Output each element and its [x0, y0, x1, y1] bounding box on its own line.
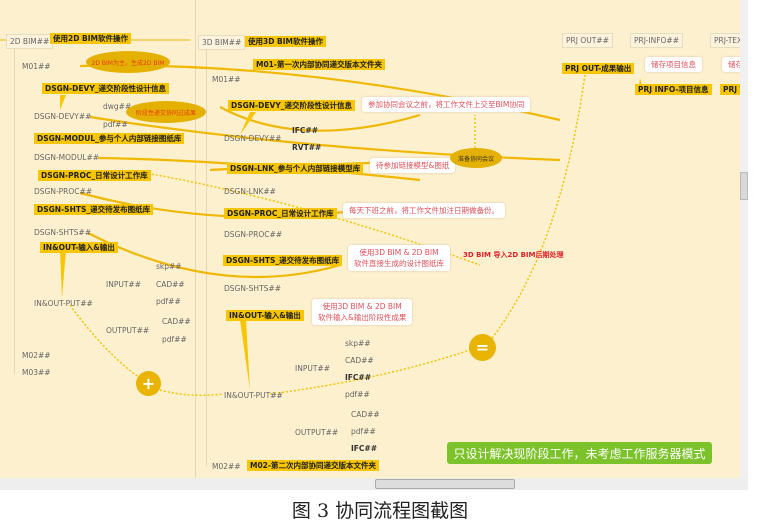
node-2d-bim[interactable]: 2D BIM## [6, 34, 54, 49]
node-m01[interactable]: M01## [22, 62, 51, 71]
connector [219, 106, 421, 132]
node-cad[interactable]: CAD## [156, 280, 185, 289]
note-red: 3D BIM 导入2D BIM后期处理 [463, 251, 564, 259]
dotted-connector [491, 74, 586, 339]
note-prj-info: 储存项目信息 [645, 57, 702, 72]
connector [87, 232, 341, 279]
node-dsgn-devy[interactable]: DSGN-DEVY## [224, 134, 282, 143]
vertical-scrollbar[interactable] [740, 0, 748, 478]
label-dsgn-proc: DSGN-PROC_日常设计工作库 [38, 170, 151, 181]
horizontal-scrollbar[interactable] [0, 478, 748, 490]
node-m03[interactable]: M03## [22, 368, 51, 377]
label-prj-info: PRJ INFO-项目信息 [635, 84, 712, 95]
label-m02: M02-第二次内部协同递交版本文件夹 [247, 460, 380, 471]
note-shts: 使用3D BIM & 2D BIM 软件直接生成的设计图纸库 [348, 245, 450, 271]
column-divider [195, 0, 196, 478]
node-in-out-put[interactable]: IN&OUT-PUT## [224, 391, 283, 400]
node-pdf[interactable]: pdf## [103, 120, 128, 129]
label-3d-bim: 使用3D BIM软件操作 [245, 36, 327, 47]
node-ifc[interactable]: IFC## [345, 373, 371, 382]
node-output[interactable]: OUTPUT## [295, 428, 339, 437]
node-pdf[interactable]: pdf## [162, 335, 187, 344]
label-dsgn-shts: DSGN-SHTS_递交待发布图纸库 [223, 255, 343, 266]
note-lnk: 待参加链接模型&图纸 [370, 158, 456, 173]
label-dsgn-devy: DSGN-DEVY_递交阶段性设计信息 [42, 83, 170, 94]
node-dsgn-devy[interactable]: DSGN-DEVY## [34, 112, 92, 121]
node-dsgn-proc[interactable]: DSGN-PROC## [34, 187, 93, 196]
node-dsgn-proc[interactable]: DSGN-PROC## [224, 230, 283, 239]
node-pdf[interactable]: pdf## [345, 390, 370, 399]
label-prj-tex: PRJ T [720, 84, 748, 95]
node-dwg[interactable]: dwg## [103, 102, 132, 111]
note-line: 软件直接生成的设计图纸库 [354, 259, 444, 268]
node-ifc[interactable]: IFC## [351, 444, 377, 453]
node-3d-bim[interactable]: 3D BIM## [198, 35, 246, 50]
note-oval: 2D BIM为主，生成2D BIM [86, 51, 170, 73]
label-dsgn-proc: DSGN-PROC_日常设计工作库 [224, 208, 337, 219]
label-dsgn-modul: DSGN-MODUL_参与个人内部链接图纸库 [34, 133, 185, 144]
node-rvt[interactable]: RVT## [292, 143, 322, 152]
node-ifc[interactable]: IFC## [292, 126, 318, 135]
dotted-connector [159, 389, 223, 397]
plus-icon: + [136, 371, 161, 396]
node-m02[interactable]: M02## [212, 462, 241, 471]
tree-line [14, 44, 15, 374]
label-dsgn-shts: DSGN-SHTS_递交待发布图纸库 [34, 204, 154, 215]
node-input[interactable]: INPUT## [295, 364, 330, 373]
node-cad[interactable]: CAD## [345, 356, 374, 365]
node-dsgn-shts[interactable]: DSGN-SHTS## [34, 228, 91, 237]
callout-tail [60, 95, 66, 110]
equals-icon: = [469, 334, 496, 361]
horizontal-scroll-thumb[interactable] [375, 479, 515, 489]
callout-tail [240, 320, 250, 390]
node-cad[interactable]: CAD## [351, 410, 380, 419]
note-proc: 每天下班之前，将工作文件加注日期做备份。 [343, 203, 505, 218]
dotted-connector [69, 304, 149, 384]
note-line: 软件输入&输出阶段性成果 [318, 313, 407, 322]
node-dsgn-lnk[interactable]: DSGN-LNK## [224, 187, 276, 196]
node-cad[interactable]: CAD## [162, 317, 191, 326]
node-skp[interactable]: skp## [156, 262, 182, 271]
node-output[interactable]: OUTPUT## [106, 326, 150, 335]
label-dsgn-devy: DSGN-DEVY_递交阶段性设计信息 [228, 100, 356, 111]
node-pdf[interactable]: pdf## [351, 427, 376, 436]
label-m01: M01-第一次内部协同递交版本文件夹 [253, 59, 386, 70]
node-dsgn-modul[interactable]: DSGN-MODUL## [34, 153, 100, 162]
note-line: 使用3D BIM & 2D BIM [359, 248, 439, 257]
note-line: 使用3D BIM & 2D BIM [322, 302, 402, 311]
note-in-out: 使用3D BIM & 2D BIM 软件输入&输出阶段性成果 [312, 299, 413, 325]
node-prj-info[interactable]: PRJ-INFO## [630, 33, 683, 48]
label-in-out: IN&OUT-输入&输出 [40, 242, 118, 253]
note-devy: 参加协同会议之前，将工作文件上交至BIM协同 [362, 97, 531, 112]
label-dsgn-lnk: DSGN-LNK_参与个人内部链接模型库 [227, 163, 364, 174]
note-oval: 阶段性递交协同过成果 [126, 101, 206, 123]
vertical-scroll-thumb[interactable] [740, 172, 748, 200]
callout-tail [60, 250, 66, 298]
node-pdf[interactable]: pdf## [156, 297, 181, 306]
node-prj-out[interactable]: PRJ OUT## [562, 33, 613, 48]
summary-banner: 只设计解决现阶段工作，未考虑工作服务器模式 [447, 442, 712, 464]
callout-tail [240, 112, 256, 135]
label-2d-bim: 使用2D BIM软件操作 [50, 33, 132, 44]
node-dsgn-shts[interactable]: DSGN-SHTS## [224, 284, 281, 293]
node-m01[interactable]: M01## [212, 75, 241, 84]
tree-line [206, 46, 207, 466]
node-skp[interactable]: skp## [345, 339, 371, 348]
node-input[interactable]: INPUT## [106, 280, 141, 289]
note-oval: 准备协同会议 [450, 148, 502, 168]
node-in-out-put[interactable]: IN&OUT-PUT## [34, 299, 93, 308]
label-prj-out: PRJ OUT-成果输出 [562, 63, 635, 74]
mindmap-canvas[interactable]: 2D BIM## 使用2D BIM软件操作 2D BIM为主，生成2D BIM … [0, 0, 748, 490]
figure-caption: 图 3 协同流程图截图 [291, 500, 469, 522]
label-in-out: IN&OUT-输入&输出 [226, 310, 304, 321]
node-m02[interactable]: M02## [22, 351, 51, 360]
dotted-connector [269, 349, 471, 395]
